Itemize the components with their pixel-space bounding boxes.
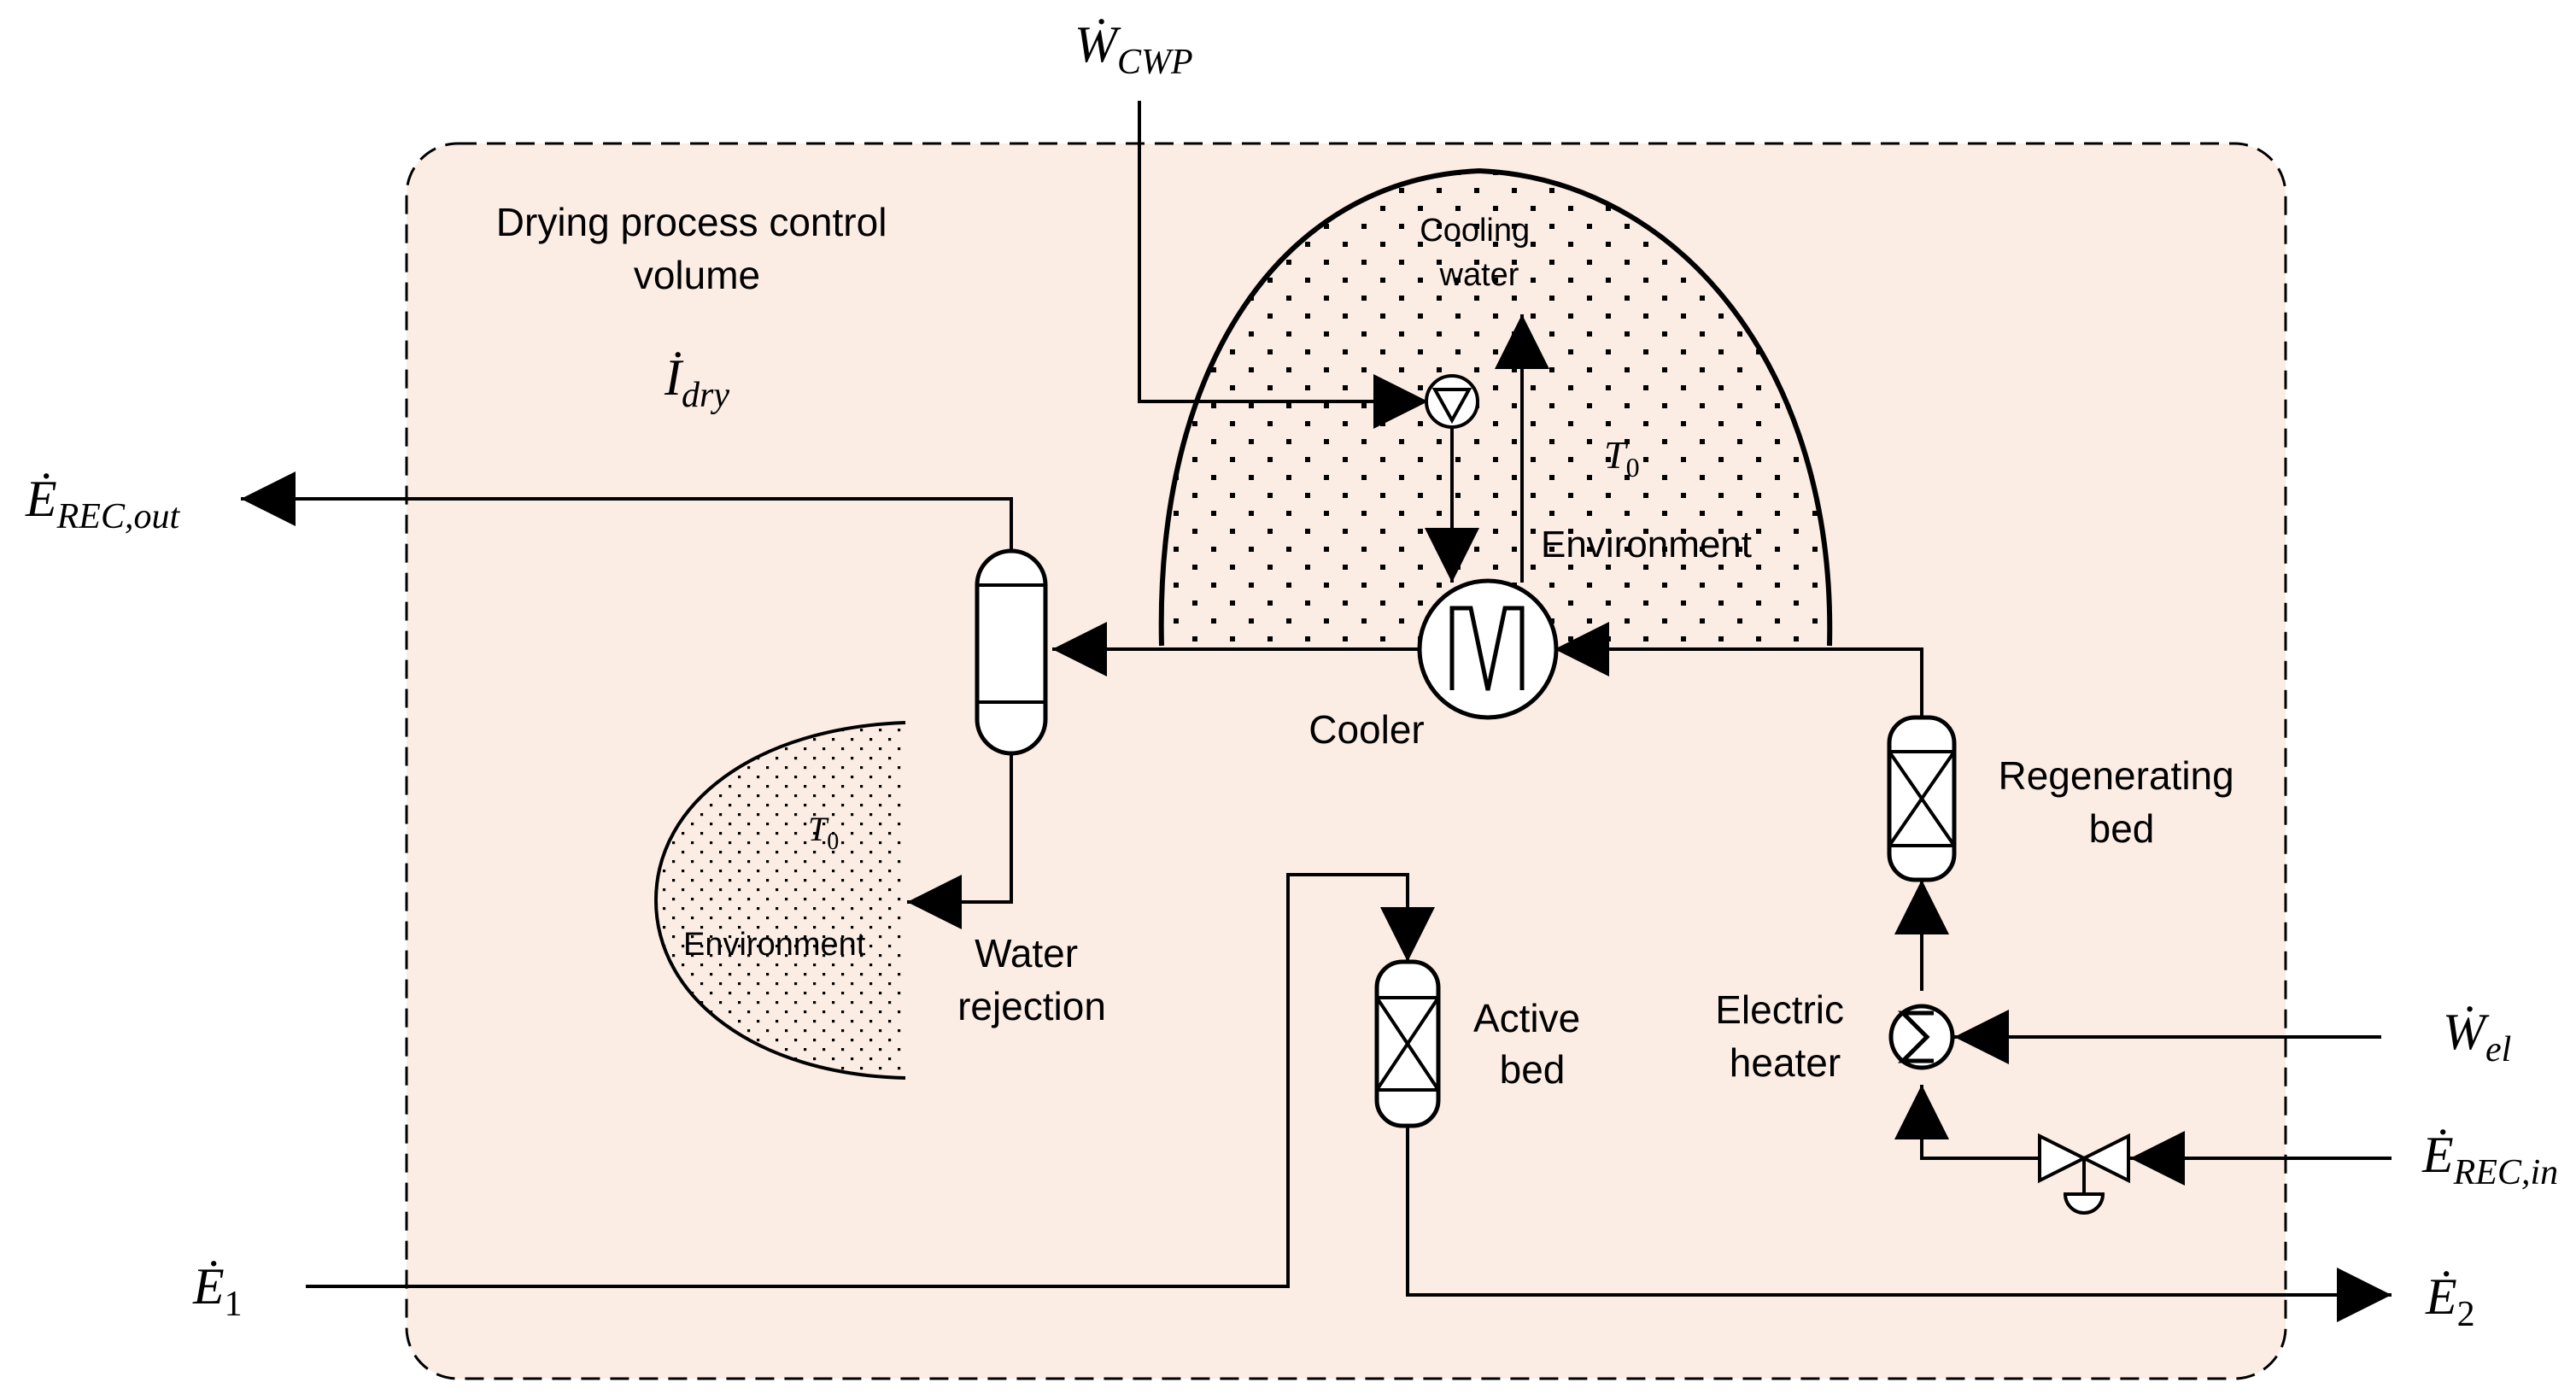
e2-sub: 2 (2457, 1295, 2475, 1334)
valve-to-heater-line (1894, 1085, 2040, 1160)
control-volume-label-line2: volume (634, 253, 760, 297)
control-volume-label: Drying process control volume (496, 200, 898, 297)
w-cwp-line (1138, 101, 1428, 429)
t0-upper-main: T (1604, 433, 1629, 477)
cooling-water-line2: water (1439, 257, 1519, 293)
w-el-sub: el (2485, 1030, 2511, 1069)
e2-label: Ė2 (2425, 1268, 2475, 1334)
water-rejection-line (907, 753, 1013, 929)
upper-environment (1158, 167, 1833, 647)
electric-heater-label: Electric heater (1715, 987, 1855, 1085)
regenerating-bed-label: Regenerating bed (1999, 753, 2245, 851)
valve-icon (2038, 1133, 2130, 1215)
electric-heater-line2: heater (1730, 1040, 1841, 1085)
e2-main: Ė (2425, 1268, 2457, 1325)
e1-sub: 1 (225, 1285, 243, 1324)
e-rec-in-main: Ė (2421, 1127, 2454, 1183)
w-el-main: Ẇ (2443, 1004, 2490, 1060)
cooler-icon (1417, 578, 1559, 720)
e-rec-out-main: Ė (25, 471, 57, 527)
active-bed-line1: Active (1473, 996, 1580, 1040)
t0-upper-sub: 0 (1626, 452, 1640, 483)
water-rejection-line1: Water (975, 931, 1078, 975)
w-el-label: Ẇel (2443, 1004, 2511, 1069)
t0-lower-main: T (808, 810, 829, 848)
water-rejection-line2: rejection (957, 984, 1106, 1028)
water-rejection-label: Water rejection (957, 931, 1106, 1028)
i-dry-label: İdry (664, 349, 729, 415)
cooling-water-line1: Cooling (1420, 213, 1530, 249)
t0-lower-sub: 0 (827, 829, 839, 855)
electric-heater-line1: Electric (1715, 987, 1844, 1032)
separator-vessel-icon (975, 548, 1048, 756)
control-volume-label-line1: Drying process control (496, 200, 887, 244)
active-bed-icon (1374, 959, 1441, 1128)
e-rec-out-sub: REC,out (56, 497, 181, 536)
environment-upper-label: Environment (1541, 524, 1752, 565)
e1-line (306, 873, 1435, 1288)
e-rec-in-sub: REC,in (2453, 1153, 2559, 1192)
cooler-label: Cooler (1308, 707, 1425, 752)
w-cwp-sub: CWP (1117, 43, 1193, 82)
t0-lower-label: T0 (808, 810, 839, 855)
cooling-water-label: Cooling water (1420, 213, 1538, 293)
e1-label: Ė1 (192, 1258, 243, 1324)
active-bed-label: Active bed (1473, 996, 1591, 1092)
t0-upper-label: T0 (1604, 433, 1640, 483)
flow-lines (241, 101, 2392, 1322)
e-rec-out-line (241, 472, 1013, 551)
pump-icon (1425, 374, 1479, 429)
w-cwp-label: ẆCWP (1074, 16, 1193, 82)
i-dry-main: İ (664, 349, 684, 406)
environment-lower-label: Environment (683, 927, 866, 963)
e-rec-in-label: ĖREC,in (2421, 1127, 2558, 1192)
lower-environment (653, 721, 906, 1080)
electric-heater-icon (1888, 1004, 1955, 1070)
active-bed-line2: bed (1500, 1047, 1566, 1092)
e-rec-out-label: ĖREC,out (25, 471, 180, 536)
regenerating-bed-icon (1887, 715, 1957, 882)
e1-main: Ė (192, 1258, 225, 1315)
w-cwp-main: Ẇ (1074, 16, 1121, 73)
regenerating-bed-line2: bed (2089, 806, 2155, 851)
regenerating-bed-line1: Regenerating (1999, 753, 2234, 798)
e2-line (1406, 1126, 2392, 1322)
i-dry-sub: dry (682, 376, 729, 415)
regen-to-cooler-line (1554, 622, 1923, 718)
